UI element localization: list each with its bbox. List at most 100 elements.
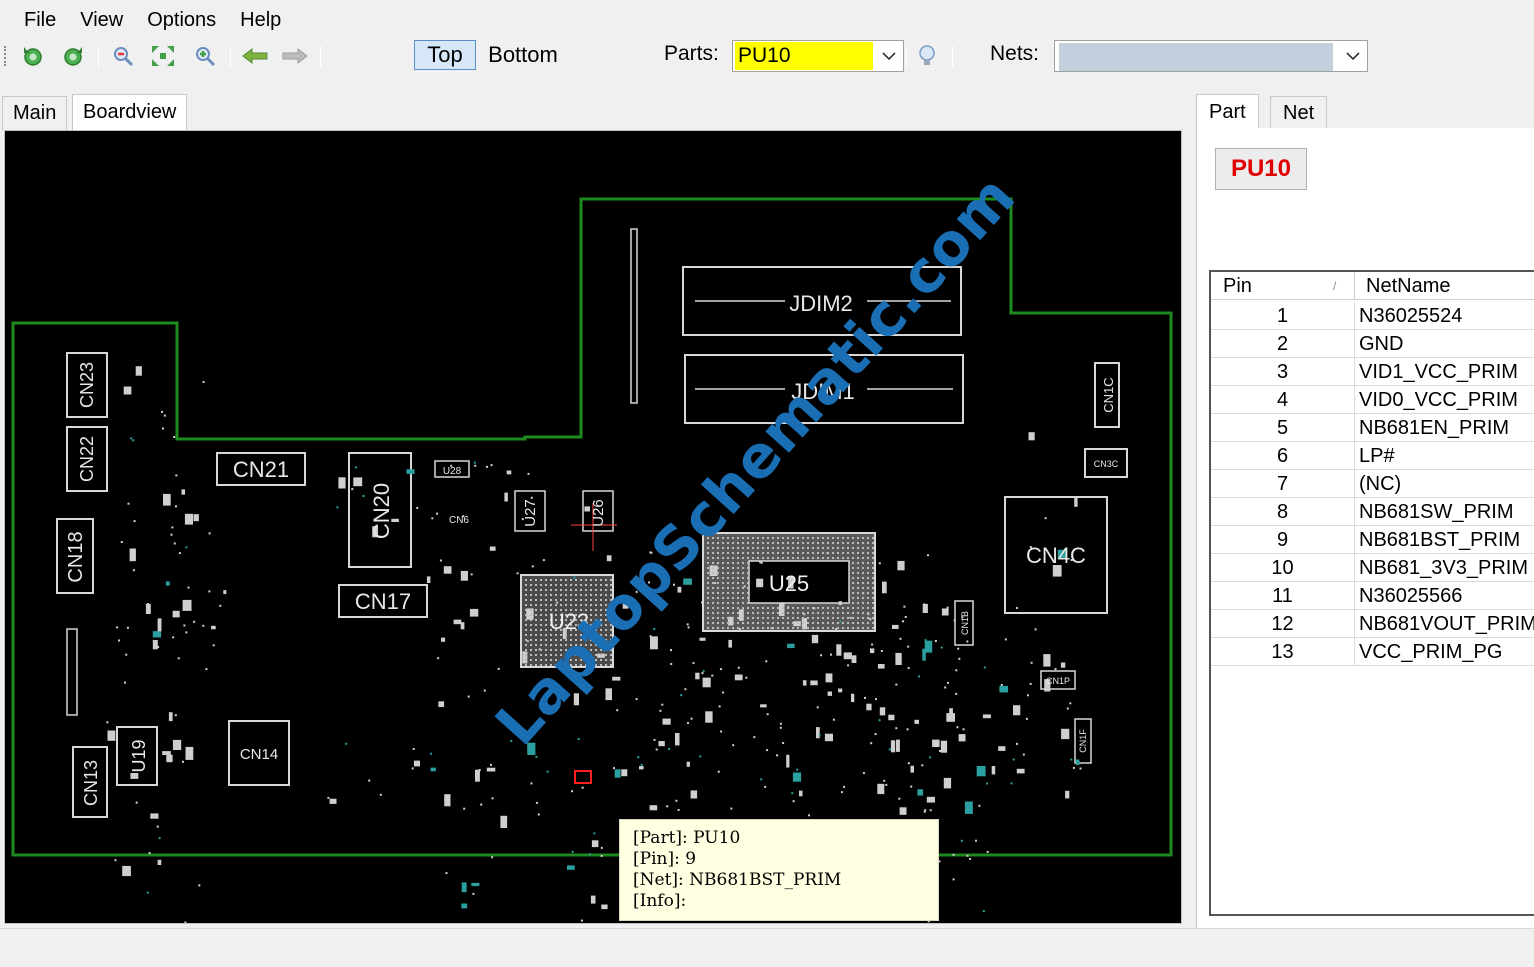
bottom-side-button[interactable]: Bottom [488,42,558,67]
pin-number: 7 [1211,470,1355,498]
label-cn1b: CN1B [960,611,970,635]
nets-input[interactable] [1059,43,1333,71]
cn1p-outline[interactable] [1040,670,1076,690]
cn23-outline[interactable] [66,352,108,418]
menu-file[interactable]: File [24,8,57,31]
label-cn1c: CN1C [1101,377,1116,412]
rotate-left-button[interactable] [18,42,48,70]
cn21-outline[interactable] [216,452,306,486]
pin-number: 6 [1211,442,1355,470]
cn1f-outline[interactable] [1074,718,1092,764]
cn4c-outline[interactable] [1004,496,1108,614]
tab-boardview[interactable]: Boardview [72,94,188,130]
fit-view-button[interactable] [148,42,178,70]
rotate-right-button[interactable] [58,42,88,70]
zoom-out-icon [114,47,134,67]
pin-number: 9 [1211,526,1355,554]
label-u23: U23 [549,609,589,634]
tooltip-pin: [Pin]: 9 [633,849,697,869]
label-u28: U28 [443,466,462,477]
nets-combobox[interactable] [1054,40,1368,72]
tab-main[interactable]: Main [2,96,68,130]
cn20-outline[interactable] [348,452,412,568]
toolbar-separator [906,46,907,68]
status-bar [0,928,1534,967]
parts-dropdown-button[interactable] [877,45,901,67]
table-row[interactable]: 7(NC) [1211,470,1534,498]
menu-help[interactable]: Help [240,8,282,31]
toolbar-separator [230,46,231,68]
u27-outline[interactable] [514,490,546,532]
cn1c-outline[interactable] [1094,362,1120,428]
parts-input[interactable]: PU10 [735,42,873,70]
u28-outline[interactable] [434,460,470,478]
cn1b-outline[interactable] [954,600,974,646]
cn22-outline[interactable] [66,426,108,492]
menu-options[interactable]: Options [147,8,217,31]
highlight-button[interactable] [912,42,942,70]
label-cn6: CN6 [449,515,469,526]
menu-bar: File View Options Help [0,0,1534,40]
cn18-outline[interactable] [56,518,94,594]
pin-number: 5 [1211,414,1355,442]
label-jdim1: JDIM1 [791,379,855,404]
label-cn4c: CN4C [1026,543,1086,568]
forward-button[interactable] [280,42,310,70]
fit-view-icon [152,46,174,66]
zoom-out-button[interactable] [108,42,138,70]
board-drawing[interactable]: JDIM2 JDIM1 CN23 CN22 CN21 CN20 CN18 CN1… [5,131,1182,924]
cn17-outline[interactable] [338,584,428,618]
cn13-outline[interactable] [72,746,108,818]
net-name: NB681_3V3_PRIM [1359,557,1528,579]
cn14-outline[interactable] [228,720,290,786]
label-cn22: CN22 [77,436,97,482]
label-u25: U25 [769,571,809,596]
label-cn13: CN13 [81,760,101,806]
u19-outline[interactable] [116,726,158,786]
menu-view[interactable]: View [80,8,124,31]
back-button[interactable] [240,42,270,70]
zoom-in-button[interactable] [190,42,220,70]
label-cn23: CN23 [77,362,97,408]
toolbar-grip[interactable] [4,46,8,66]
pin-number: 1 [1211,302,1355,330]
board-canvas[interactable]: JDIM2 JDIM1 CN23 CN22 CN21 CN20 CN18 CN1… [4,130,1182,924]
tooltip-part: [Part]: PU10 [633,828,741,848]
u26-outline[interactable] [582,490,614,532]
u25-die [748,560,850,604]
column-header-netname[interactable]: NetName [1366,275,1451,297]
nets-dropdown-button[interactable] [1341,45,1365,67]
zoom-in-icon [196,47,216,67]
parts-combobox[interactable]: PU10 [732,40,904,72]
jdim2-slot[interactable] [682,266,962,336]
selected-part-pu10[interactable] [574,770,592,784]
top-side-button[interactable]: Top [414,40,476,70]
tab-net[interactable]: Net [1270,96,1328,130]
toolbar-separator [98,46,99,68]
cn3c-outline[interactable] [1084,448,1128,478]
label-cn21: CN21 [233,457,289,482]
net-name: NB681BST_PRIM [1359,529,1521,551]
sort-icon: / [1333,279,1337,293]
back-arrow-icon [242,47,268,65]
pin-table-header: Pin / NetName [1211,272,1534,300]
jdim1-slot[interactable] [684,354,964,424]
column-header-pin[interactable]: Pin / [1211,272,1355,300]
tab-part[interactable]: Part [1196,94,1259,130]
label-u19: U19 [129,739,149,772]
